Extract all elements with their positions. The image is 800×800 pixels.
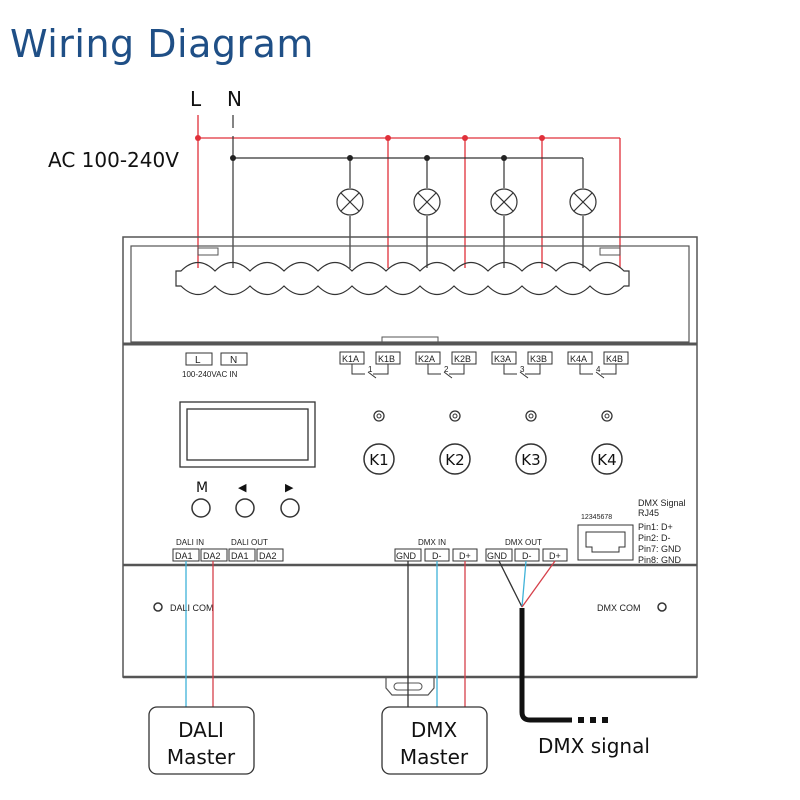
relay-led-icon — [528, 413, 534, 419]
relay-3: K3A K3B 3K3 — [491, 351, 553, 475]
dali-com-label: DALI COM — [170, 603, 214, 613]
relay-number: 2 — [444, 365, 449, 374]
dmx-terminal: GND — [487, 551, 508, 561]
dmx-terminal: D- — [522, 551, 532, 561]
rj45-subtitle: RJ45 — [638, 508, 659, 518]
dmx-master-box — [381, 706, 488, 775]
relay-terminal-a-label: K1A — [342, 354, 359, 364]
voltage-label: AC 100-240V — [48, 148, 179, 172]
signal-wires — [185, 560, 556, 710]
relay-button-label: K2 — [445, 451, 464, 469]
relay-4: K4A K4B 4K4 — [567, 351, 629, 475]
dali-terminal: DA2 — [203, 551, 221, 561]
dmx-master-label: Master — [400, 745, 469, 769]
terminal-N — [220, 352, 248, 366]
dmx-signal-label: DMX signal — [538, 734, 650, 758]
relay-terminals: K1A K1B 1K1 K2A K2B 2K2 K3A K3B 3K3 K4A K4B 4K4 — [339, 351, 629, 475]
dali-out-label: DALI OUT — [231, 538, 268, 547]
dali-terminal: DA2 — [259, 551, 277, 561]
relay-led-icon — [449, 410, 461, 422]
dmx-com-screw-icon — [657, 602, 667, 612]
dali-terminal: DA1 — [231, 551, 249, 561]
relay-number: 1 — [368, 365, 373, 374]
left-button-label: ◀ — [238, 481, 247, 494]
relay-number: 3 — [520, 365, 525, 374]
relay-number: 4 — [596, 365, 601, 374]
dmx-in-label: DMX IN — [418, 538, 446, 547]
menu-button-label: M — [196, 480, 208, 496]
terminal-L-label: L — [195, 355, 201, 366]
rj45-pin: Pin1: D+ — [638, 522, 673, 532]
dali-com-screw-icon — [153, 602, 163, 612]
right-button[interactable] — [280, 498, 300, 518]
dmx-terminal: D+ — [459, 551, 471, 561]
dali-master-label: DALI — [178, 718, 224, 742]
dmx-master-label: DMX — [411, 718, 458, 742]
relay-button-k2[interactable] — [439, 443, 471, 475]
dmx-cable — [519, 608, 572, 723]
dali-terminal: DA1 — [175, 551, 193, 561]
neutral-label: N — [227, 87, 242, 111]
rj45-title: DMX Signal — [638, 498, 686, 508]
dali-master-label: Master — [167, 745, 236, 769]
dali-master-box — [148, 706, 255, 775]
relay-1: K1A K1B 1K1 — [339, 351, 401, 475]
relay-terminal-a-label: K3A — [494, 354, 511, 364]
dmx-terminal: GND — [396, 551, 417, 561]
relay-button-k4[interactable] — [591, 443, 623, 475]
rj45-port-icon — [577, 524, 634, 561]
relay-terminal-b-label: K4B — [606, 354, 623, 364]
power-input-label: 100-240VAC IN — [182, 370, 238, 379]
rj45-pin: Pin8: GND — [638, 555, 682, 565]
lamp-icon — [490, 188, 518, 216]
dmx-com-label: DMX COM — [597, 603, 641, 613]
dmx-terminal: D- — [432, 551, 442, 561]
terminal-L — [185, 352, 213, 366]
relay-terminal-b-label: K2B — [454, 354, 471, 364]
relay-terminal-b-label: K3B — [530, 354, 547, 364]
rj45-pin: Pin7: GND — [638, 544, 682, 554]
terminal-block — [175, 261, 630, 296]
relay-led-icon — [376, 413, 382, 419]
relay-led-icon — [525, 410, 537, 422]
lamp-icon — [336, 188, 364, 216]
dmx-terminal: D+ — [549, 551, 561, 561]
left-button[interactable] — [235, 498, 255, 518]
relay-button-label: K4 — [597, 451, 616, 469]
lamp-icon — [569, 188, 597, 216]
relay-led-icon — [452, 413, 458, 419]
relay-2: K2A K2B 2K2 — [415, 351, 477, 475]
cable-continuation-icon — [578, 717, 608, 723]
live-label: L — [190, 87, 202, 111]
relay-contact-icon — [579, 364, 617, 379]
terminal-N-label: N — [230, 355, 237, 366]
relay-terminal-b-label: K1B — [378, 354, 395, 364]
menu-button[interactable] — [191, 498, 211, 518]
relay-button-label: K3 — [521, 451, 540, 469]
live-bus — [197, 115, 621, 268]
controller-module — [122, 236, 698, 696]
relay-contact-icon — [503, 364, 541, 379]
rj45-pin-numbers: 12345678 — [581, 514, 612, 521]
dmx-out-label: DMX OUT — [505, 538, 542, 547]
dali-in-label: DALI IN — [176, 538, 204, 547]
relay-contact-icon — [427, 364, 465, 379]
relay-led-icon — [373, 410, 385, 422]
relay-led-icon — [604, 413, 610, 419]
live-junctions — [195, 135, 545, 141]
lamp-icon — [413, 188, 441, 216]
relay-led-icon — [601, 410, 613, 422]
relay-terminal-a-label: K2A — [418, 354, 435, 364]
relay-button-k3[interactable] — [515, 443, 547, 475]
diagram-title: Wiring Diagram — [10, 22, 314, 66]
relay-contact-icon — [351, 364, 389, 379]
relay-button-label: K1 — [369, 451, 388, 469]
lcd-display — [179, 401, 316, 468]
right-button-label: ▶ — [285, 481, 294, 494]
rj45-pin: Pin2: D- — [638, 533, 671, 543]
relay-button-k1[interactable] — [363, 443, 395, 475]
relay-terminal-a-label: K4A — [570, 354, 587, 364]
neutral-junctions — [230, 155, 507, 161]
